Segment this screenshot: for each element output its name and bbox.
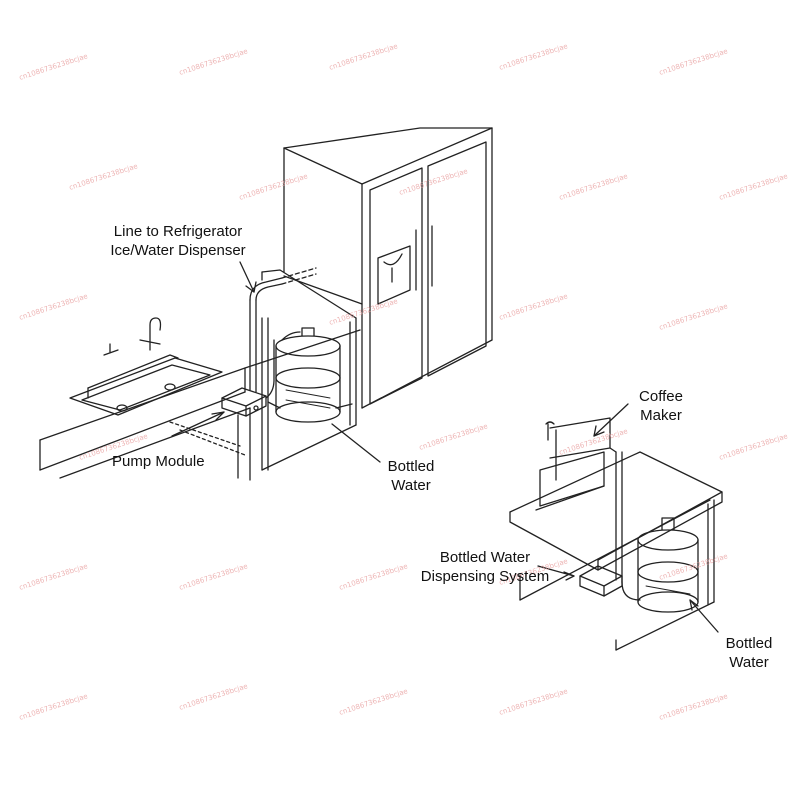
watermark-text: cn1086736238bcjae bbox=[558, 427, 629, 457]
watermark-text: cn1086736238bcjae bbox=[178, 47, 249, 77]
watermark-text: cn1086736238bcjae bbox=[498, 687, 569, 717]
watermark-text: cn1086736238bcjae bbox=[178, 682, 249, 712]
dispensing-system-label-line2: Dispensing System bbox=[420, 568, 550, 585]
watermark-text: cn1086736238bcjae bbox=[498, 292, 569, 322]
right-counter bbox=[509, 451, 723, 651]
dispensing-line bbox=[609, 447, 641, 601]
watermark-text: cn1086736238bcjae bbox=[328, 42, 399, 72]
coffee-maker-label-line1: Coffee bbox=[639, 388, 683, 405]
bottled-water-left-label: Bottled Water bbox=[378, 457, 444, 495]
watermark-text: cn1086736238bcjae bbox=[718, 432, 789, 462]
refrigerator bbox=[283, 127, 493, 409]
dispensing-system-label: Bottled Water Dispensing System bbox=[410, 548, 560, 586]
watermark-text: cn1086736238bcjae bbox=[658, 692, 729, 722]
watermark-text: cn1086736238bcjae bbox=[418, 422, 489, 452]
bottled-water-right-label-line1: Bottled bbox=[725, 635, 773, 652]
watermark-text: cn1086736238bcjae bbox=[338, 562, 409, 592]
watermark-text: cn1086736238bcjae bbox=[18, 52, 89, 82]
bottled-water-right-label: Bottled Water bbox=[716, 634, 782, 672]
watermark-text: cn1086736238bcjae bbox=[18, 562, 89, 592]
line-to-refrigerator-label: Line to Refrigerator Ice/Water Dispenser bbox=[88, 222, 268, 260]
watermark: cn1086736238bcjae cn1086736238bcjae cn1086… bbox=[18, 42, 789, 722]
bottle-left bbox=[267, 327, 353, 423]
watermark-text: cn1086736238bcjae bbox=[658, 47, 729, 77]
dispensing-unit bbox=[579, 565, 623, 597]
watermark-text: cn1086736238bcjae bbox=[658, 302, 729, 332]
watermark-text: cn1086736238bcjae bbox=[18, 292, 89, 322]
left-counter bbox=[39, 329, 361, 481]
watermark-text: cn1086736238bcjae bbox=[18, 692, 89, 722]
bottled-water-right-label-line2: Water bbox=[729, 654, 769, 671]
coffee-maker-label: Coffee Maker bbox=[628, 387, 694, 425]
pump-module bbox=[221, 339, 275, 417]
sink bbox=[69, 317, 223, 416]
watermark-text: cn1086736238bcjae bbox=[68, 162, 139, 192]
watermark-text: cn1086736238bcjae bbox=[338, 687, 409, 717]
watermark-text: cn1086736238bcjae bbox=[178, 562, 249, 592]
coffee-maker bbox=[535, 417, 611, 511]
watermark-text: cn1086736238bcjae bbox=[718, 172, 789, 202]
line-to-refrigerator bbox=[249, 267, 357, 471]
coffee-maker-label-line2: Maker bbox=[640, 407, 682, 424]
bottle-right bbox=[637, 517, 699, 613]
pump-module-label: Pump Module bbox=[112, 453, 205, 470]
watermark-text: cn1086736238bcjae bbox=[328, 297, 399, 327]
bottled-water-left-label-line1: Bottled bbox=[387, 458, 435, 475]
watermark-text: cn1086736238bcjae bbox=[558, 172, 629, 202]
line-to-refrigerator-label-line1: Line to Refrigerator bbox=[113, 223, 243, 240]
callouts bbox=[171, 261, 719, 633]
bottled-water-left-label-line2: Water bbox=[391, 477, 431, 494]
watermark-text: cn1086736238bcjae bbox=[238, 172, 309, 202]
watermark-text: cn1086736238bcjae bbox=[498, 42, 569, 72]
line-to-refrigerator-label-line2: Ice/Water Dispenser bbox=[110, 242, 246, 259]
watermark-text: cn1086736238bcjae bbox=[398, 167, 469, 197]
dispensing-system-label-line1: Bottled Water bbox=[439, 549, 531, 566]
